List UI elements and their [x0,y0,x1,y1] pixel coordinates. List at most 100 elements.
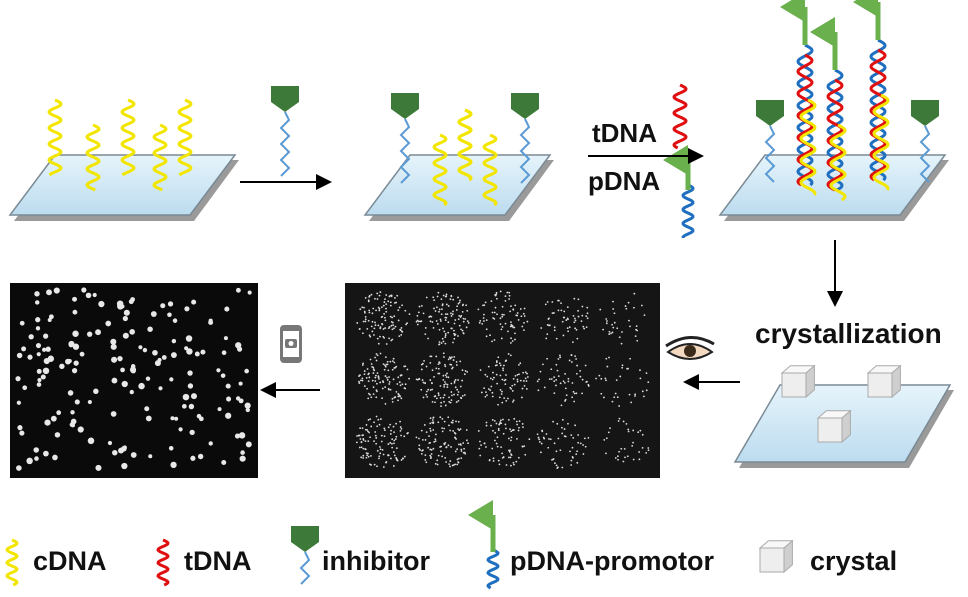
array-spot-dot [458,443,460,446]
array-spot-dot [420,388,423,391]
array-spot-dot [576,364,579,367]
array-spot-dot [641,446,644,449]
array-spot-dot [556,422,559,425]
array-spot-dot [561,466,564,469]
array-spot-dot [456,305,459,308]
array-spot-dot [445,303,448,306]
crystal-dot [45,346,51,352]
micrograph-crystals [10,283,258,478]
crystal-dot [111,356,118,363]
array-spot-dot [366,368,369,370]
array-spot-dot [375,359,378,362]
array-spot-dot [395,447,398,450]
array-spot-dot [557,437,560,440]
array-spot-dot [453,332,455,335]
array-spot-dot [645,389,648,392]
array-spot-dot [552,458,555,461]
array-spot-dot [443,400,445,403]
crystal-dot [122,445,127,450]
array-spot-dot [628,319,630,322]
array-spot-dot [355,441,358,444]
array-spot-dot [570,361,573,363]
array-spot-dot [432,326,435,329]
array-spot-dot [604,377,607,380]
array-spot-dot [385,294,388,296]
array-spot-dot [563,316,566,319]
cube-front [867,372,893,398]
array-spot-dot [388,337,391,340]
array-spot-dot [479,369,482,371]
array-spot-dot [477,430,480,432]
array-spot-dot [602,328,605,331]
array-spot-dot [442,340,445,343]
array-spot-dot [625,307,628,310]
array-spot-dot [461,394,464,397]
array-spot-dot [388,376,390,378]
crystal-dot [36,368,42,374]
crystal-dot [220,373,226,378]
array-spot-dot [371,312,374,315]
array-spot-dot [432,296,435,299]
array-spot-dot [510,321,512,324]
array-spot-dot [425,461,428,464]
crystal-dot [87,399,92,405]
array-spot-dot [453,380,456,383]
cdna-strand [799,98,817,196]
array-spot-dot [491,378,494,381]
crystal-dot [95,464,102,471]
array-spot-dot [485,421,488,424]
array-spot-dot [442,294,445,297]
array-spot-dot [497,403,499,406]
crystal-dot [167,301,174,307]
array-spot-dot [575,453,578,456]
array-spot-dot [395,365,398,368]
array-spot-dot [557,358,560,360]
array-spot-dot [364,428,367,431]
array-spot-dot [553,462,556,465]
array-spot-dot [415,436,418,439]
array-spot-dot [361,434,364,437]
array-spot-dot [499,364,502,367]
array-spot-dot [504,295,507,298]
array-spot-dot [496,436,499,439]
array-spot-dot [498,396,501,399]
array-spot-dot [356,435,358,437]
array-spot-dot [369,463,371,466]
crystal-dot [54,432,61,438]
array-spot-dot [444,313,447,316]
array-spot-dot [393,361,396,364]
array-spot-dot [362,447,365,450]
array-spot-dot [453,329,455,332]
array-spot-dot [643,395,645,398]
array-spot-dot [370,425,373,428]
array-spot-dot [434,462,437,465]
array-spot-dot [384,386,387,388]
array-spot-dot [510,342,512,344]
array-spot-dot [391,438,394,441]
array-spot-dot [452,359,455,361]
array-spot-dot [465,326,468,329]
array-spot-dot [443,394,446,396]
array-spot-dot [487,388,490,390]
cdna-strand [457,108,473,182]
array-spot-dot [489,377,492,380]
array-spot-dot [458,429,461,432]
array-spot-dot [562,334,565,337]
array-spot-dot [434,310,437,312]
array-spot-dot [367,299,370,302]
array-spot-dot [467,442,469,445]
array-spot-dot [444,336,447,339]
crystal-dot [67,390,74,396]
crystal-dot [174,416,179,421]
array-spot-dot [455,361,458,363]
crystal-dot [44,419,51,426]
array-spot-dot [501,326,504,328]
array-spot-dot [381,397,383,400]
array-spot-dot [557,299,560,302]
array-spot-dot [521,325,524,328]
array-spot-dot [389,304,392,307]
array-spot-dot [399,395,402,398]
array-spot-dot [373,463,376,466]
array-spot-dot [437,363,440,366]
array-spot-dot [429,427,432,430]
